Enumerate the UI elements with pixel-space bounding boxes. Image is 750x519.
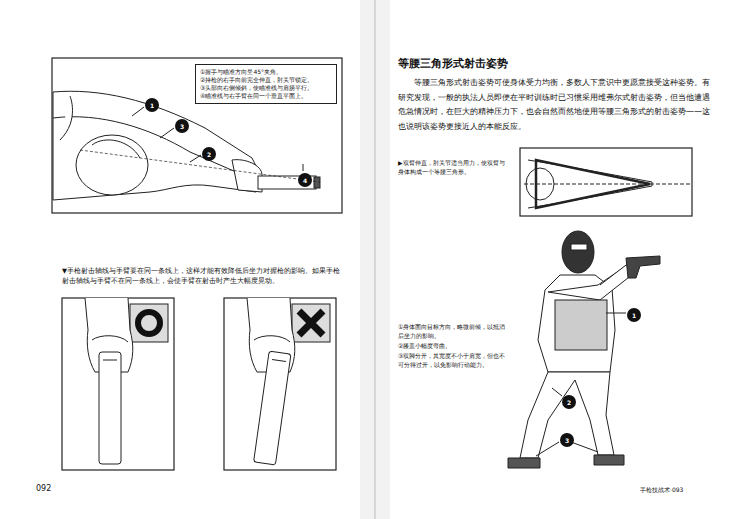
slide-line [272,360,286,362]
leader-line [606,313,626,314]
eye-slit [571,244,587,250]
callout-text: ④瞄准线与右手臂在同一个垂直平面上。 [200,92,332,100]
leader-line [160,128,174,138]
illustration-frame [52,58,342,213]
figure-caption: ▶双臂伸直，肘关节适当用力，使双臂与身体构成一个等腰三角形。 [398,158,510,176]
callout-digit: 2 [567,397,571,408]
figure-caption: ▼手枪射击轴线与手臂要在同一条线上，这样才能有效降低后坐力对握枪的影响。如果手枪… [62,266,344,286]
head [562,231,594,273]
leader-line [536,442,559,456]
arm-shoulder [53,91,258,200]
callout-number: 3 [560,433,574,447]
pistol [99,352,121,464]
symbol-box [292,304,330,342]
callout-text: ①握手与瞄准方向呈45°夹角。 [200,68,332,76]
boot [508,458,540,468]
illustration-frame [520,148,692,216]
knuckles [254,336,290,342]
panel-frame [62,298,174,470]
head [76,135,148,195]
collar [60,96,73,140]
symbol-box [130,304,168,342]
knuckles [92,336,128,342]
prone-shooter [53,91,320,200]
wrong-symbol [299,311,323,335]
sight-line [80,150,320,182]
callout-digit: 2 [207,149,211,160]
callout-number: 2 [562,395,576,409]
page-number: 092 [36,484,76,494]
slide-line [103,360,117,361]
callout-digit: 1 [632,310,636,321]
pistol [626,256,660,278]
callout-text: ②膝盖小幅度弯曲。 [398,341,508,350]
muzzle [314,177,320,188]
leader-line [571,442,598,452]
callout-digit: 1 [150,100,154,111]
callout-number: 4 [298,173,312,187]
legs [520,372,614,458]
gutter-shade [360,0,390,519]
hand-grip-wrong [247,298,295,465]
ear [92,140,140,158]
body-text: 等腰三角形式射击姿势可使身体受力均衡，多数人下意识中更愿意接受这种姿势。有研究发… [398,76,710,134]
callout-number: 1 [145,98,159,112]
gutter-line [375,0,376,519]
callout-number: 2 [202,147,216,161]
correct-symbol [138,312,160,334]
callout-digit: 3 [180,121,184,132]
sight-line [524,184,690,185]
panel-frame [224,298,336,470]
running-footer: 手枪技战术·093 [640,486,720,494]
callout-digit: 4 [303,175,307,186]
left-arm [548,262,638,300]
leader-line [132,107,144,116]
callout-text: ②持枪的右手向前完全伸直，肘关节锁定。 [200,76,332,84]
callout-text: ③双脚分开，其宽度不小于肩宽，但也不可分得过开，以免影响行动能力。 [398,351,508,369]
section-title: 等腰三角形式射击姿势 [398,56,508,71]
boot [594,455,624,465]
hand-grip-correct [85,298,133,464]
callout-text: ③头部向右侧倾斜，使瞄准线与肩膀平行。 [200,84,332,92]
callout-number: 1 [627,308,641,322]
callout-text: ①身体面向目标方向，略微前倾，以抵消后坐力的影响。 [398,322,508,340]
vest [555,300,607,350]
leader-line [190,155,201,162]
leader-line [552,388,562,396]
leader-line [303,164,304,171]
pistol [254,351,291,465]
callout-box: ①握手与瞄准方向呈45°夹角。②持枪的右手向前完全伸直，肘关节锁定。③头部向右侧… [195,64,337,104]
callout-number: 3 [175,119,189,133]
standing-shooter [508,231,660,468]
callout-digit: 3 [565,435,569,446]
